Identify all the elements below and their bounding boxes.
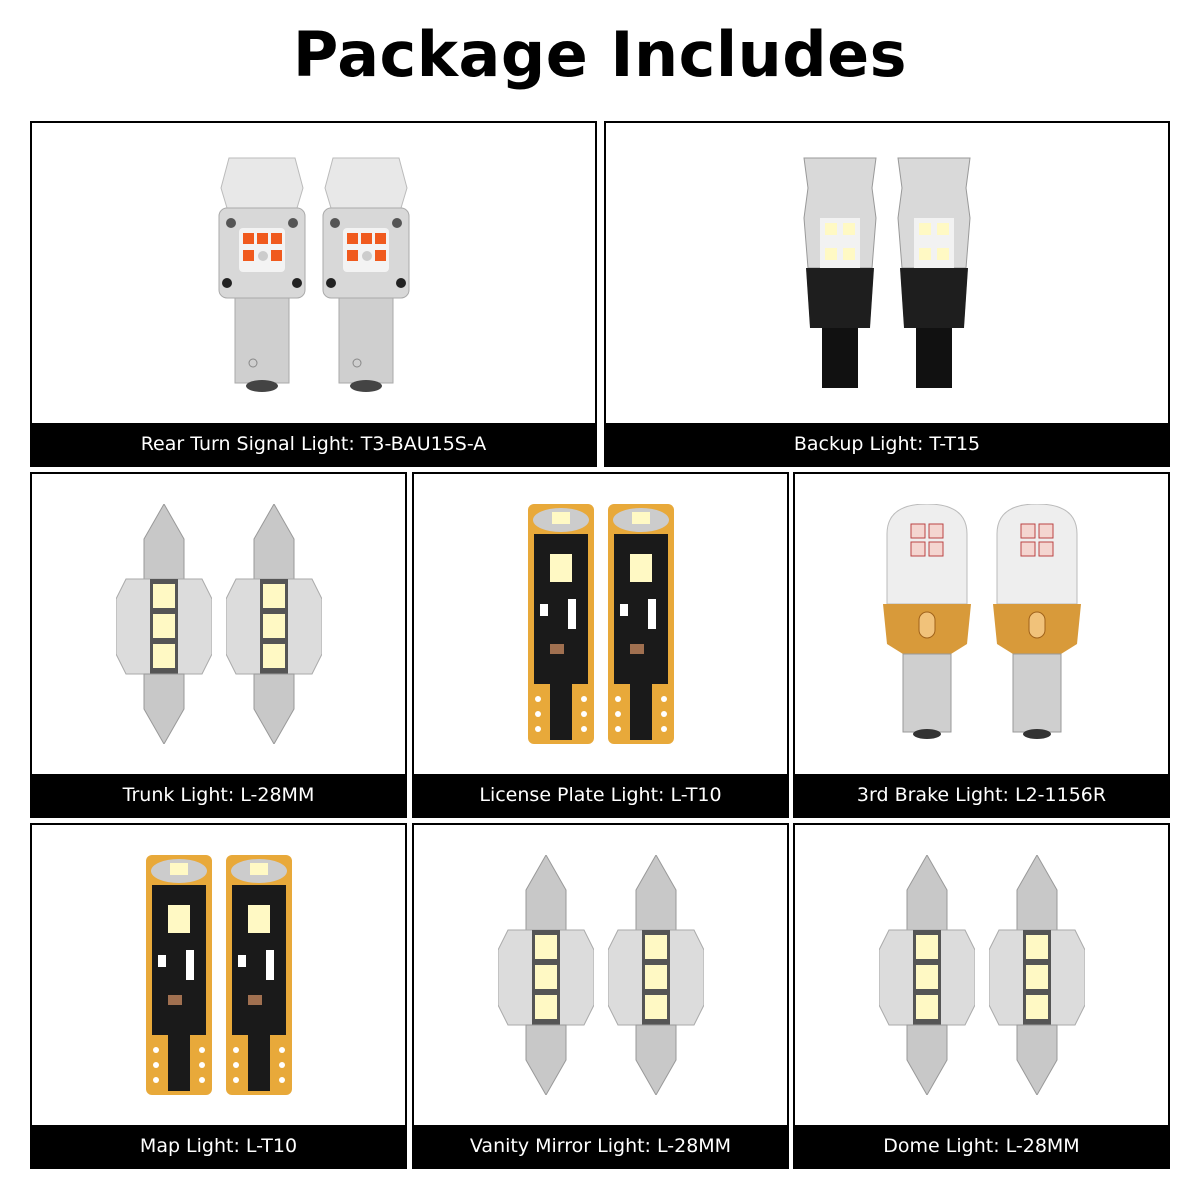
product-panel-trunk-light: Trunk Light: L-28MM: [30, 472, 407, 818]
caption-license-plate-light: License Plate Light: L-T10: [414, 774, 787, 816]
t15-bulb-icon: [803, 157, 877, 388]
1156-bulb-icon: [992, 504, 1081, 739]
t10-pcb-bulb-icon: [527, 504, 594, 744]
festoon-bulb-icon: [225, 504, 322, 744]
t15-bulb-icon: [897, 157, 971, 388]
t10-pcb-bulb-icon: [607, 504, 674, 744]
festoon-bulb-icon: [988, 855, 1085, 1095]
product-panel-map-light: Map Light: L-T10: [30, 823, 407, 1169]
caption-trunk-light: Trunk Light: L-28MM: [32, 774, 405, 816]
caption-backup-light: Backup Light: T-T15: [606, 423, 1168, 465]
festoon-bulb-icon: [497, 855, 594, 1095]
caption-rear-turn-signal: Rear Turn Signal Light: T3-BAU15S-A: [32, 423, 595, 465]
festoon-bulb-icon: [607, 855, 704, 1095]
caption-3rd-brake-light: 3rd Brake Light: L2-1156R: [795, 774, 1168, 816]
product-panel-backup-light: Backup Light: T-T15: [604, 121, 1170, 467]
product-panel-dome-light: Dome Light: L-28MM: [793, 823, 1170, 1169]
product-panel-3rd-brake-light: 3rd Brake Light: L2-1156R: [793, 472, 1170, 818]
festoon-bulb-icon: [878, 855, 975, 1095]
product-panel-rear-turn-signal: Rear Turn Signal Light: T3-BAU15S-A: [30, 121, 597, 467]
caption-vanity-mirror-light: Vanity Mirror Light: L-28MM: [414, 1125, 787, 1167]
bau15s-bulb-icon: [322, 157, 409, 392]
page-title: Package Includes: [292, 18, 908, 91]
t10-pcb-bulb-icon: [145, 855, 212, 1095]
caption-map-light: Map Light: L-T10: [32, 1125, 405, 1167]
product-panel-license-plate-light: License Plate Light: L-T10: [412, 472, 789, 818]
festoon-bulb-icon: [115, 504, 212, 744]
t10-pcb-bulb-icon: [225, 855, 292, 1095]
product-panel-vanity-mirror-light: Vanity Mirror Light: L-28MM: [412, 823, 789, 1169]
1156-bulb-icon: [882, 504, 971, 739]
caption-dome-light: Dome Light: L-28MM: [795, 1125, 1168, 1167]
bau15s-bulb-icon: [218, 157, 305, 392]
